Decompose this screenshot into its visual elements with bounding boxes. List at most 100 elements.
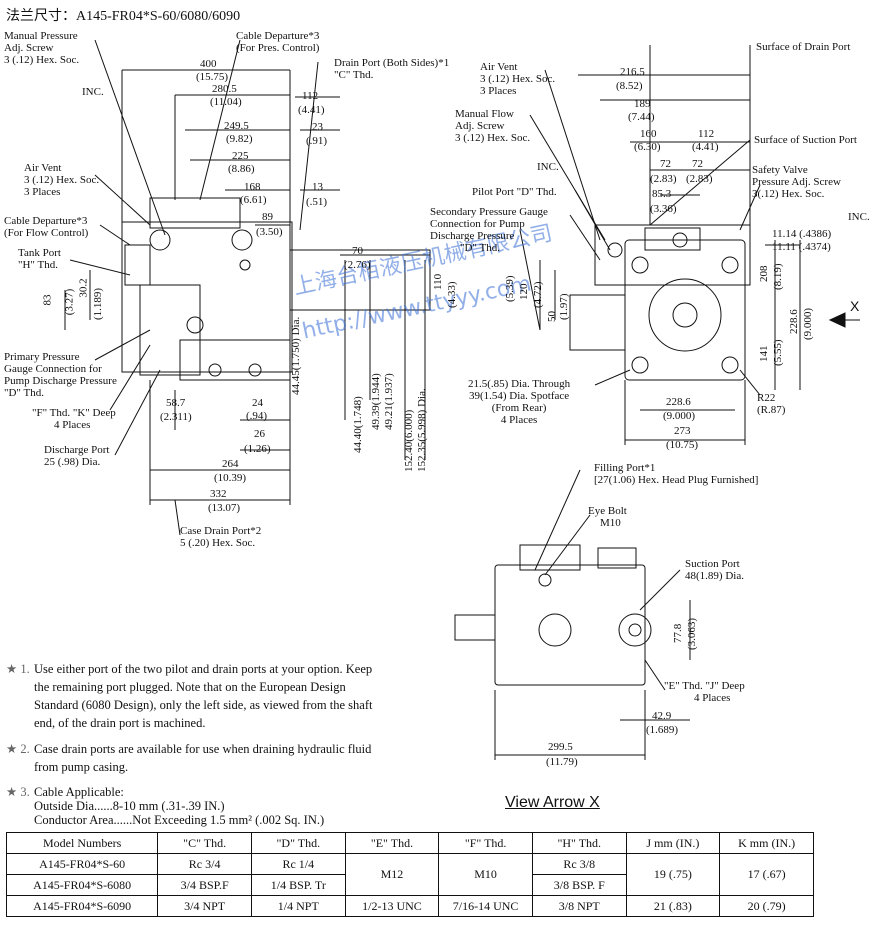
vdim-110-in: (4.33) [446, 281, 458, 308]
dim-72-a: 72 [660, 158, 671, 170]
dim-264: 264 [222, 458, 239, 470]
table-header-row: Model Numbers "C" Thd. "D" Thd. "E" Thd.… [5, 832, 814, 854]
dim-264-in: (10.39) [214, 472, 247, 484]
label-pilot-port: Pilot Port "D" Thd. [472, 186, 557, 198]
vdim-141-in: (5.55) [772, 339, 784, 366]
label-tank-port: Tank Port "H" Thd. [18, 247, 61, 271]
label-air-vent-front: Air Vent 3 (.12) Hex. Soc. 3 Places [24, 162, 100, 198]
dim-225-in: (8.86) [228, 163, 255, 175]
dim-30: 30.2 [77, 278, 90, 298]
vdim-228-in: (9.000) [802, 307, 814, 340]
vdim-49-1: 49.39(1.944) [370, 373, 382, 430]
dim-85-in: (3.36) [650, 203, 677, 215]
front-view-body [121, 221, 293, 373]
dim-228-h: 228.6 [666, 396, 691, 408]
table-cell: Rc 3/4 [157, 853, 252, 875]
vdim-49-2: 49.21(1.937) [383, 373, 395, 430]
dim-83-in: (3.27) [63, 288, 76, 316]
dim-70: 70 [352, 245, 363, 257]
label-discharge-port: Discharge Port 25 (.98) Dia. [44, 444, 110, 468]
table-cell: Rc 1/4 [250, 853, 346, 875]
dim-72-b: 72 [692, 158, 703, 170]
dim-112-side: 112 [698, 128, 715, 140]
dim-72-b-in: (2.83) [686, 173, 713, 185]
dim-83: 83 [41, 294, 54, 306]
dim-89-in: (3.50) [256, 226, 283, 238]
table-cell: A145-FR04*S-6080 [5, 874, 159, 896]
view-arrow-shaft [454, 614, 496, 641]
label-eye-bolt: Eye Bolt M10 [588, 505, 627, 529]
table-cell: 1/4 BSP. Tr [250, 874, 346, 896]
vdim-50-in: (1.97) [558, 293, 570, 320]
dim-112-side-in: (4.41) [692, 141, 719, 153]
label-surface-drain: Surface of Drain Port [756, 41, 851, 53]
label-e-thd: "E" Thd. "J" Deep 4 Places [664, 680, 745, 704]
label-suction-port: Suction Port 48(1.89) Dia. [685, 558, 744, 582]
dim-112-in: (4.41) [298, 104, 325, 116]
label-filling-port: Filling Port*1 [27(1.06) Hex. Head Plug … [594, 462, 759, 486]
table-cell: M12 [344, 853, 440, 896]
label-manual-pressure: Manual Pressure Adj. Screw 3 (.12) Hex. … [4, 30, 80, 66]
dim-168: 168 [244, 181, 261, 193]
dim-42: 42.9 [652, 710, 672, 722]
label-surface-suction: Surface of Suction Port [754, 134, 857, 146]
vdim-141: 141 [758, 345, 770, 363]
dim-160: 160 [640, 128, 657, 140]
dim-299-in: (11.79) [546, 756, 578, 768]
dim-216: 216.5 [620, 66, 645, 78]
dim-400: 400 [200, 58, 217, 70]
label-air-vent-side: Air Vent 3 (.12) Hex. Soc. 3 Places [480, 61, 556, 97]
dim-70-in: (2.76) [344, 259, 371, 271]
table-cell: 17 (.67) [719, 853, 814, 896]
note-3: ★ 3. Cable Applicable: Outside Dia......… [6, 785, 325, 827]
dim-89: 89 [262, 211, 273, 223]
vdim-208-in: (8.19) [772, 263, 784, 290]
dim-30-in: (1.189) [92, 287, 105, 321]
table-header: K mm (IN.) [719, 832, 814, 854]
vdim-120-in: (4.72) [532, 281, 544, 308]
dim-24-in: (.94) [246, 410, 268, 422]
vdim-50: 50 [546, 311, 558, 322]
table-cell: A145-FR04*S-6090 [5, 895, 159, 917]
table-cell: 21 (.83) [625, 895, 721, 917]
table-cell: 7/16-14 UNC [438, 895, 533, 917]
dim-249-in: (9.82) [226, 133, 253, 145]
table-row: A145-FR04*S-6080 3/4 BSP.F 1/4 BSP. Tr 3… [5, 874, 814, 896]
inc-label-1: INC. [82, 86, 104, 98]
table-cell: Rc 3/8 [531, 853, 627, 875]
dim-11-11: 11.11 (.4374) [772, 241, 831, 253]
table-header: "D" Thd. [250, 832, 346, 854]
dim-13-in: (.51) [306, 196, 328, 208]
dim-216-in: (8.52) [616, 80, 643, 92]
table-cell: 3/4 NPT [157, 895, 252, 917]
dim-249: 249.5 [224, 120, 249, 132]
dim-168-in: (6.61) [240, 194, 267, 206]
label-x-arrow: X [850, 298, 860, 314]
label-case-drain: Case Drain Port*2 5 (.20) Hex. Soc. [180, 525, 262, 549]
table-cell: A145-FR04*S-60 [5, 853, 159, 875]
inc-label-2: INC. [537, 161, 559, 173]
table-cell: 3/8 BSP. F [531, 874, 627, 896]
dim-58: 58.7 [166, 397, 186, 409]
note-2: ★ 2. Case drain ports are available for … [6, 742, 372, 774]
table-cell: 3/8 NPT [531, 895, 627, 917]
spec-table: Model Numbers "C" Thd. "D" Thd. "E" Thd.… [5, 832, 814, 917]
vdim-shaft-dia-2: 44.40(1.748) [352, 396, 364, 453]
vdim-shaft-dia: 44.45(1.750) Dia. [290, 316, 302, 395]
dim-24: 24 [252, 397, 263, 409]
dim-280-in: (11.04) [210, 96, 242, 108]
dim-72-a-in: (2.83) [650, 173, 677, 185]
table-header: "F" Thd. [438, 832, 533, 854]
table-cell: 20 (.79) [719, 895, 814, 917]
view-arrow-title: View Arrow X [505, 794, 600, 811]
vdim-208: 208 [758, 265, 770, 283]
table-header: Model Numbers [5, 832, 159, 854]
dim-23: 23 [312, 121, 323, 133]
dim-85: 85.3 [652, 188, 672, 200]
dim-225: 225 [232, 150, 249, 162]
table-header: "E" Thd. [344, 832, 440, 854]
dim-26: 26 [254, 428, 265, 440]
side-view-flange [624, 239, 746, 381]
dim-332-in: (13.07) [208, 502, 241, 514]
label-through-holes: 21.5(.85) Dia. Through 39(1.54) Dia. Spo… [468, 378, 571, 426]
